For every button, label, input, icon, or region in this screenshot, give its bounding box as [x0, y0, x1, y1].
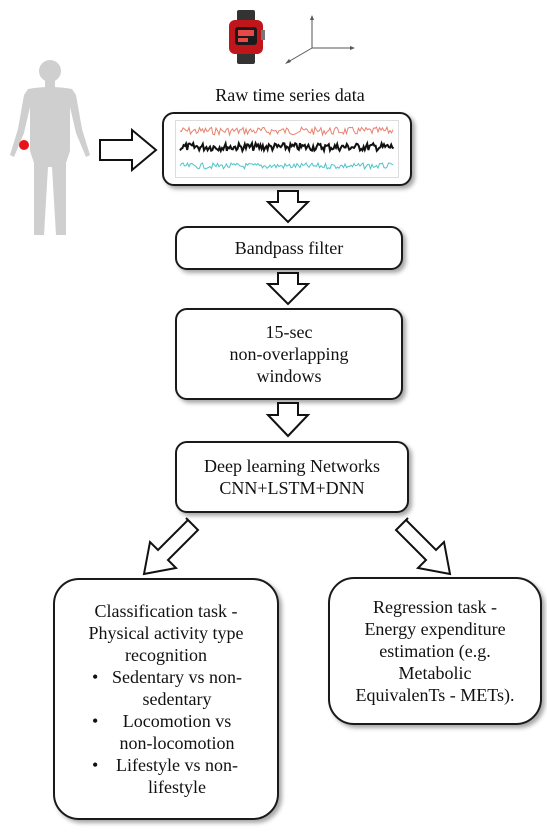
arrow-right	[99, 127, 158, 173]
deep-learning-line-2: CNN+LSTM+DNN	[219, 478, 365, 498]
signal-line-middle	[179, 139, 395, 155]
signal-line-top	[179, 125, 394, 137]
windows-line-1: 15-sec	[265, 322, 313, 342]
bandpass-filter-box: Bandpass filter	[175, 226, 403, 270]
regression-line-1: Regression task -	[373, 597, 497, 617]
classification-title-1: Classification task -	[94, 601, 238, 621]
bandpass-filter-label: Bandpass filter	[234, 238, 344, 258]
list-item: •Lifestyle vs non-lifestyle	[92, 755, 238, 797]
xyz-axes-icon	[285, 15, 355, 64]
arrow-down-2	[265, 272, 311, 306]
regression-line-2: Energy expenditure	[364, 619, 506, 639]
raw-signal-box	[162, 112, 412, 186]
classification-title-2: Physical activity type	[88, 623, 244, 643]
wrist-watch-icon	[229, 10, 265, 64]
arrow-down-right	[394, 517, 452, 576]
signal-line-bottom	[179, 161, 394, 171]
deep-learning-box: Deep learning Networks CNN+LSTM+DNN	[175, 441, 409, 513]
classification-box: Classification task - Physical activity …	[53, 578, 279, 820]
regression-line-4: Metabolic	[398, 663, 472, 683]
human-silhouette-icon	[10, 60, 90, 235]
regression-line-5: EquivalenTs - METs).	[355, 685, 515, 705]
signal-plot	[175, 120, 399, 178]
raw-data-title: Raw time series data	[215, 85, 365, 105]
windows-line-3: windows	[256, 366, 322, 386]
windows-line-2: non-overlapping	[229, 344, 349, 364]
list-item: •Sedentary vs non-sedentary	[92, 667, 242, 709]
arrow-down-1	[265, 190, 311, 224]
classification-list: •Sedentary vs non-sedentary •Locomotion …	[90, 666, 242, 798]
windows-box: 15-sec non-overlapping windows	[175, 308, 403, 400]
classification-title-3: recognition	[125, 645, 207, 665]
regression-line-3: estimation (e.g.	[379, 641, 491, 661]
sensor-dot	[19, 140, 29, 150]
regression-box: Regression task - Energy expenditure est…	[328, 577, 542, 725]
deep-learning-line-1: Deep learning Networks	[204, 456, 380, 476]
arrow-down-3	[265, 402, 311, 438]
arrow-down-left	[142, 517, 200, 576]
